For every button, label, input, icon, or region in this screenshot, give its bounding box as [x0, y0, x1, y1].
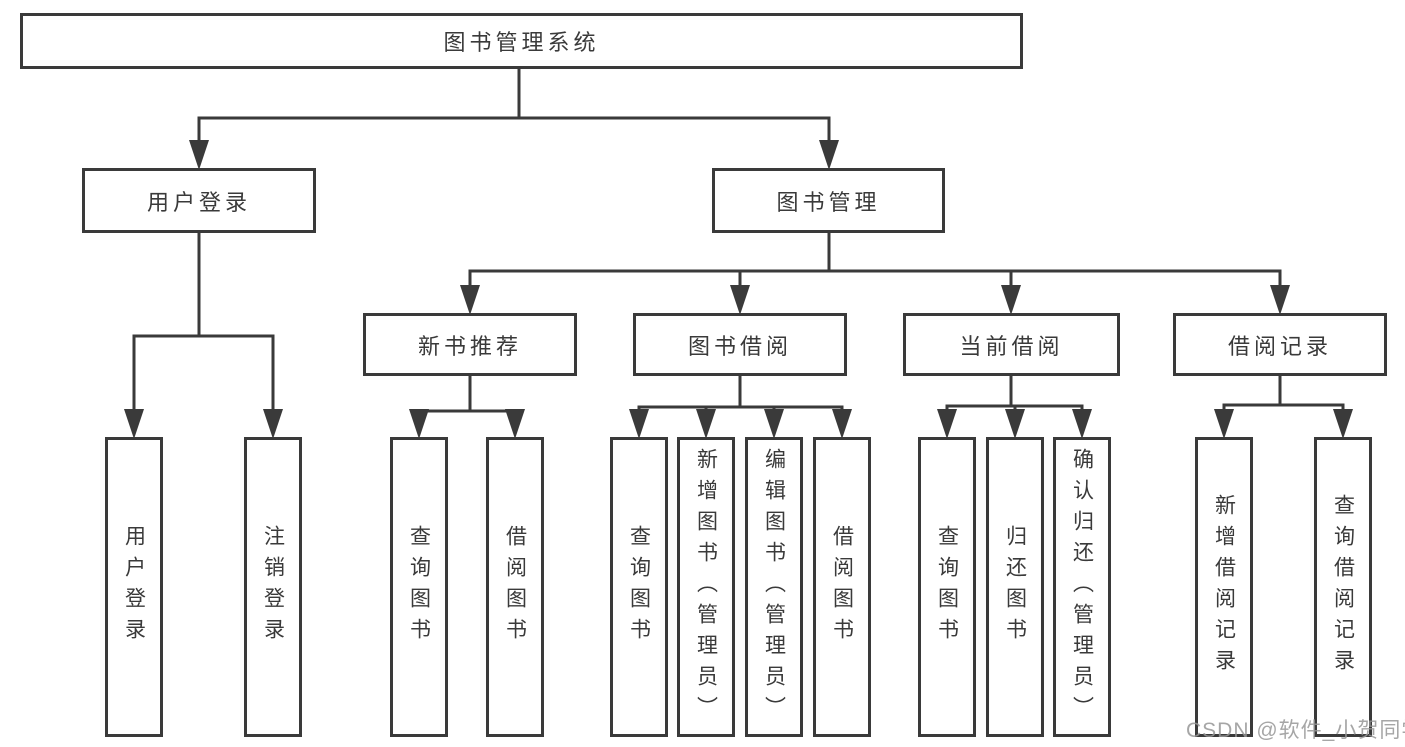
node-book-borrowing: 图书借阅: [633, 313, 847, 376]
leaf-label: 确认归还（管理员）: [1070, 447, 1094, 727]
leaf-query-books-borrow: 查询图书: [610, 437, 668, 737]
node-label: 图书管理: [776, 189, 881, 215]
leaf-label: 注销登录: [261, 525, 285, 649]
leaf-borrow-books-recommend: 借阅图书: [486, 437, 544, 737]
leaf-label: 新增借阅记录: [1212, 494, 1236, 680]
leaf-add-borrow-record: 新增借阅记录: [1195, 437, 1253, 737]
node-label: 新书推荐: [417, 333, 522, 359]
leaf-logout: 注销登录: [244, 437, 302, 737]
node-root-system: 图书管理系统: [20, 13, 1023, 69]
leaf-label: 查询图书: [627, 525, 651, 649]
leaf-query-borrow-record: 查询借阅记录: [1314, 437, 1372, 737]
leaf-edit-books-admin: 编辑图书（管理员）: [745, 437, 803, 737]
node-current-borrowing: 当前借阅: [903, 313, 1120, 376]
leaf-label: 查询借阅记录: [1331, 494, 1355, 680]
node-user-login: 用户登录: [82, 168, 316, 233]
leaf-label: 归还图书: [1003, 525, 1027, 649]
leaf-query-books-recommend: 查询图书: [390, 437, 448, 737]
node-label: 图书管理系统: [443, 30, 600, 55]
node-label: 图书借阅: [687, 333, 792, 359]
node-book-management: 图书管理: [712, 168, 945, 233]
node-label: 当前借阅: [959, 333, 1064, 359]
node-label: 借阅记录: [1227, 333, 1332, 359]
leaf-label: 用户登录: [122, 525, 146, 649]
leaf-label: 查询图书: [407, 525, 431, 649]
leaf-label: 查询图书: [935, 525, 959, 649]
node-new-book-recommend: 新书推荐: [363, 313, 577, 376]
leaf-label: 编辑图书（管理员）: [762, 447, 786, 727]
node-borrowing-records: 借阅记录: [1173, 313, 1387, 376]
arrowheads: [124, 140, 1353, 439]
leaf-borrow-books: 借阅图书: [813, 437, 871, 737]
leaf-label: 新增图书（管理员）: [694, 447, 718, 727]
node-label: 用户登录: [146, 189, 251, 215]
csdn-watermark: CSDN @软件_小贺同学: [1186, 719, 1405, 742]
leaf-query-books-current: 查询图书: [918, 437, 976, 737]
leaf-add-books-admin: 新增图书（管理员）: [677, 437, 735, 737]
leaf-label: 借阅图书: [830, 525, 854, 649]
leaf-return-books: 归还图书: [986, 437, 1044, 737]
leaf-user-login: 用户登录: [105, 437, 163, 737]
leaf-confirm-return-admin: 确认归还（管理员）: [1053, 437, 1111, 737]
leaf-label: 借阅图书: [503, 525, 527, 649]
